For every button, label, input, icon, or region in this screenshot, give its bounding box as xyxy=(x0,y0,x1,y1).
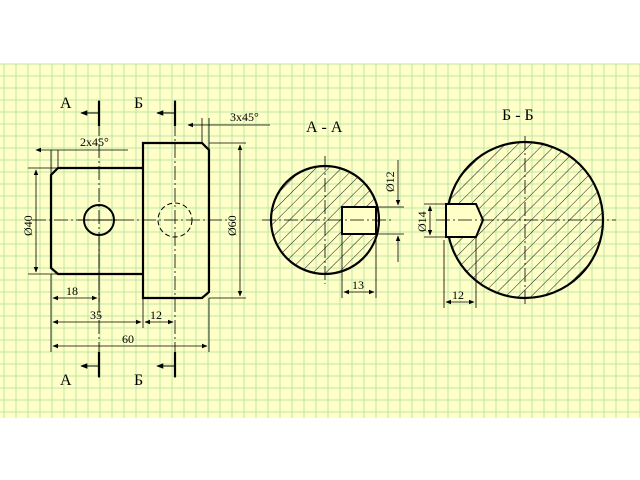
dim-dia-large: Ø60 xyxy=(225,215,239,236)
section-bb-title: Б - Б xyxy=(502,107,534,124)
section-aa-hole xyxy=(341,206,377,235)
cut-mark-a-bottom: А xyxy=(60,372,72,389)
cut-mark-b-top: Б xyxy=(134,95,143,112)
section-aa xyxy=(262,156,404,298)
dim-len-hole: 18 xyxy=(66,284,78,298)
dim-len-total: 60 xyxy=(122,332,134,346)
section-bb-hole xyxy=(445,203,485,238)
section-bb xyxy=(424,136,616,308)
dim-chamfer-left: 2x45° xyxy=(80,135,109,149)
dim-bb-hole: Ø14 xyxy=(415,211,429,232)
main-dimensions xyxy=(28,118,270,352)
dim-aa-depth: 13 xyxy=(352,278,364,292)
cut-mark-b-bottom: Б xyxy=(134,372,143,389)
section-aa-title: А - А xyxy=(306,119,343,136)
shaft-main-view xyxy=(32,100,232,380)
dim-len-hole2: 12 xyxy=(150,308,162,322)
dim-dia-small: Ø40 xyxy=(21,215,35,236)
dim-aa-hole: Ø12 xyxy=(383,171,397,192)
dim-chamfer-right: 3x45° xyxy=(230,110,259,124)
cut-marks xyxy=(80,101,177,377)
small-cylinder-outline xyxy=(49,166,143,276)
dim-bb-depth: 12 xyxy=(452,288,464,302)
cut-mark-a-top: А xyxy=(60,95,72,112)
dim-len-shoulder: 35 xyxy=(90,308,102,322)
